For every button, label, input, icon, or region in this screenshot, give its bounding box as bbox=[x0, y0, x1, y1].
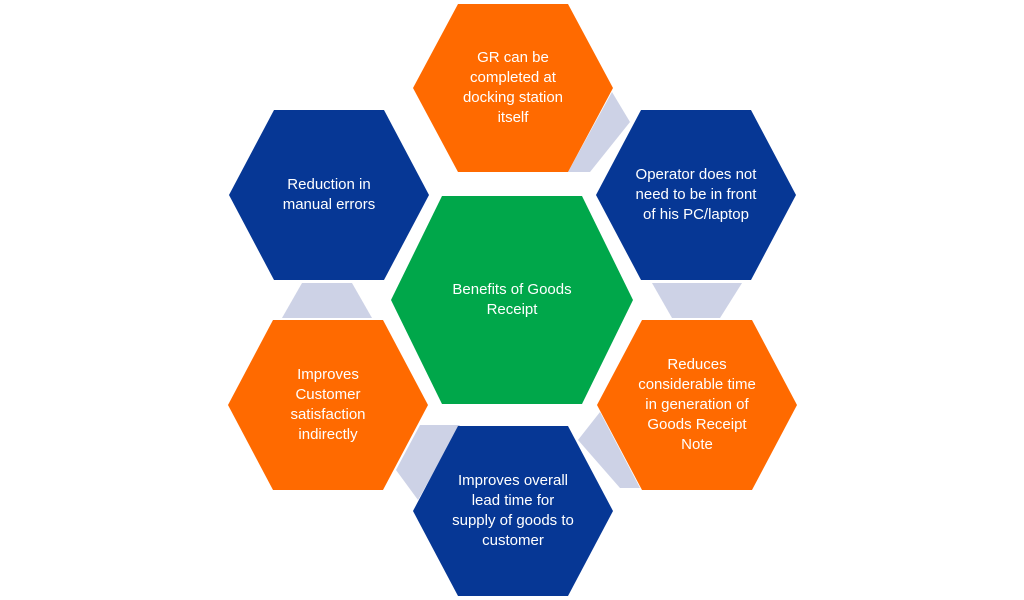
connector-top-upper-right bbox=[568, 92, 630, 172]
hexagon-center bbox=[391, 196, 633, 404]
hexagon-upper-right bbox=[596, 110, 796, 280]
connector-lower-left-upper-left bbox=[282, 283, 372, 318]
hexagon-top bbox=[413, 4, 613, 172]
connector-lower-right-bottom bbox=[578, 412, 640, 488]
hexagon-upper-left bbox=[229, 110, 429, 280]
hexagon-lower-left bbox=[228, 320, 428, 490]
connector-bottom-lower-left bbox=[396, 425, 460, 500]
hexagon-bottom bbox=[413, 426, 613, 596]
hexagon-lower-right bbox=[597, 320, 797, 490]
connectors bbox=[282, 92, 742, 500]
connector-upper-right-lower-right bbox=[652, 283, 742, 318]
hexagons bbox=[228, 4, 797, 596]
